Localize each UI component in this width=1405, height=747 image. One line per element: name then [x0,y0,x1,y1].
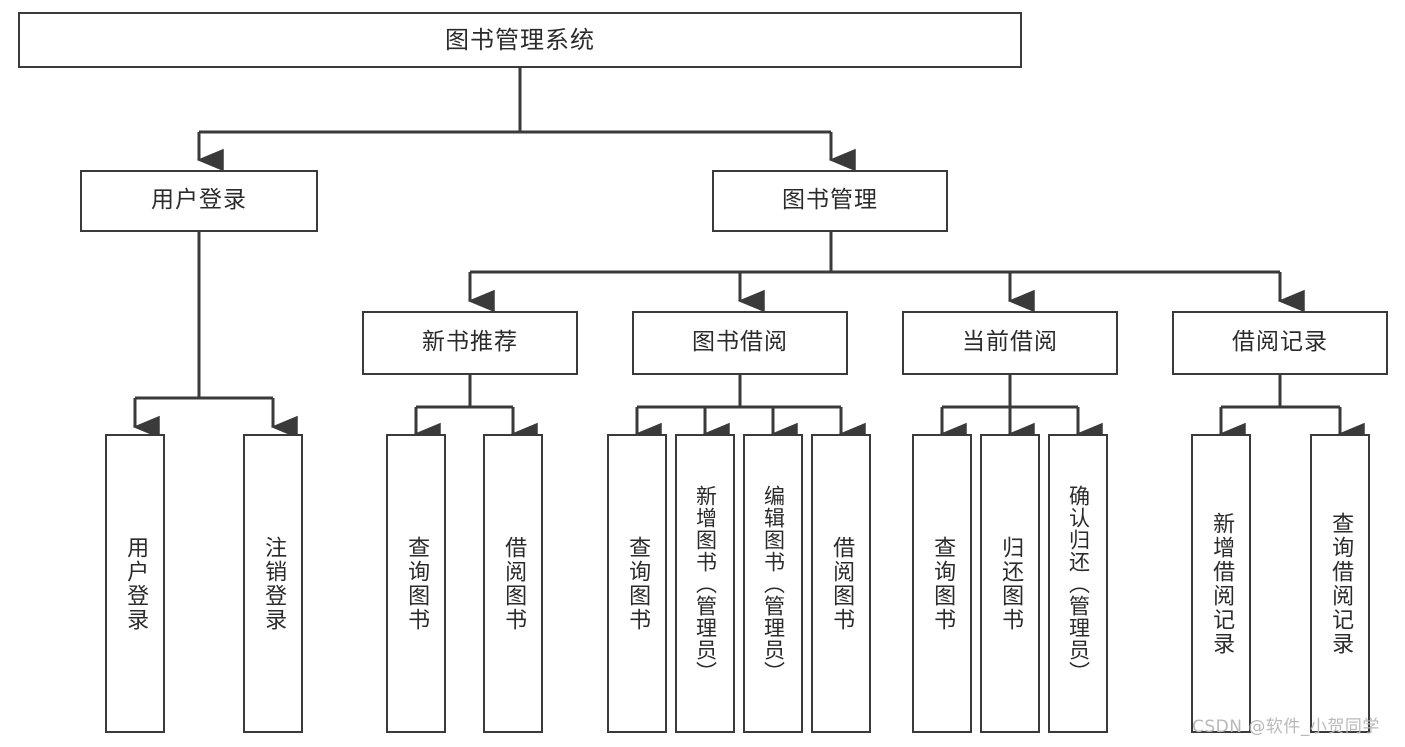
leaf-query-book-newbook[interactable]: 查询图书 [386,434,446,733]
leaf-add-book-admin[interactable]: 新增图书（管理员） [675,434,735,733]
node-label: 借阅图书 [829,535,855,632]
node-label: 新增图书（管理员） [693,484,718,683]
node-label: 归还图书 [998,535,1024,632]
node-label: 当前借阅 [962,329,1058,356]
node-label: 图书管理 [782,187,878,214]
node-current-borrow[interactable]: 当前借阅 [902,311,1118,375]
node-label: 新增借阅记录 [1209,511,1235,656]
leaf-return-book[interactable]: 归还图书 [980,434,1040,733]
node-root-system[interactable]: 图书管理系统 [18,12,1022,68]
node-book-borrow[interactable]: 图书借阅 [632,311,848,375]
node-book-management[interactable]: 图书管理 [712,170,948,232]
node-label: 查询借阅记录 [1328,511,1354,656]
leaf-query-borrow-record[interactable]: 查询借阅记录 [1310,434,1370,733]
node-label: 用户登录 [123,535,149,632]
leaf-query-book-current[interactable]: 查询图书 [912,434,972,733]
node-label: 图书管理系统 [445,25,595,54]
leaf-borrow-book-newbook[interactable]: 借阅图书 [483,434,543,733]
node-label: 确认归还（管理员） [1066,484,1091,683]
node-label: 查询图书 [404,535,430,632]
leaf-edit-book-admin[interactable]: 编辑图书（管理员） [743,434,803,733]
node-label: 注销登录 [261,535,287,632]
node-label: 编辑图书（管理员） [761,484,786,683]
node-borrow-record[interactable]: 借阅记录 [1172,311,1388,375]
leaf-logout[interactable]: 注销登录 [243,434,303,733]
leaf-user-login[interactable]: 用户登录 [105,434,165,733]
leaf-confirm-return-admin[interactable]: 确认归还（管理员） [1048,434,1108,733]
node-new-book-recommend[interactable]: 新书推荐 [362,311,578,375]
node-label: 新书推荐 [422,329,518,356]
leaf-query-book-borrow[interactable]: 查询图书 [607,434,667,733]
node-label: 用户登录 [151,187,247,214]
node-label: 借阅图书 [501,535,527,632]
node-label: 借阅记录 [1232,329,1328,356]
leaf-add-borrow-record[interactable]: 新增借阅记录 [1191,434,1251,733]
node-label: 查询图书 [625,535,651,632]
node-label: 图书借阅 [692,329,788,356]
csdn-watermark: CSDN @软件_小贺同学 [1192,717,1380,737]
node-label: 查询图书 [930,535,956,632]
leaf-borrow-book[interactable]: 借阅图书 [811,434,871,733]
node-user-login[interactable]: 用户登录 [80,170,318,232]
